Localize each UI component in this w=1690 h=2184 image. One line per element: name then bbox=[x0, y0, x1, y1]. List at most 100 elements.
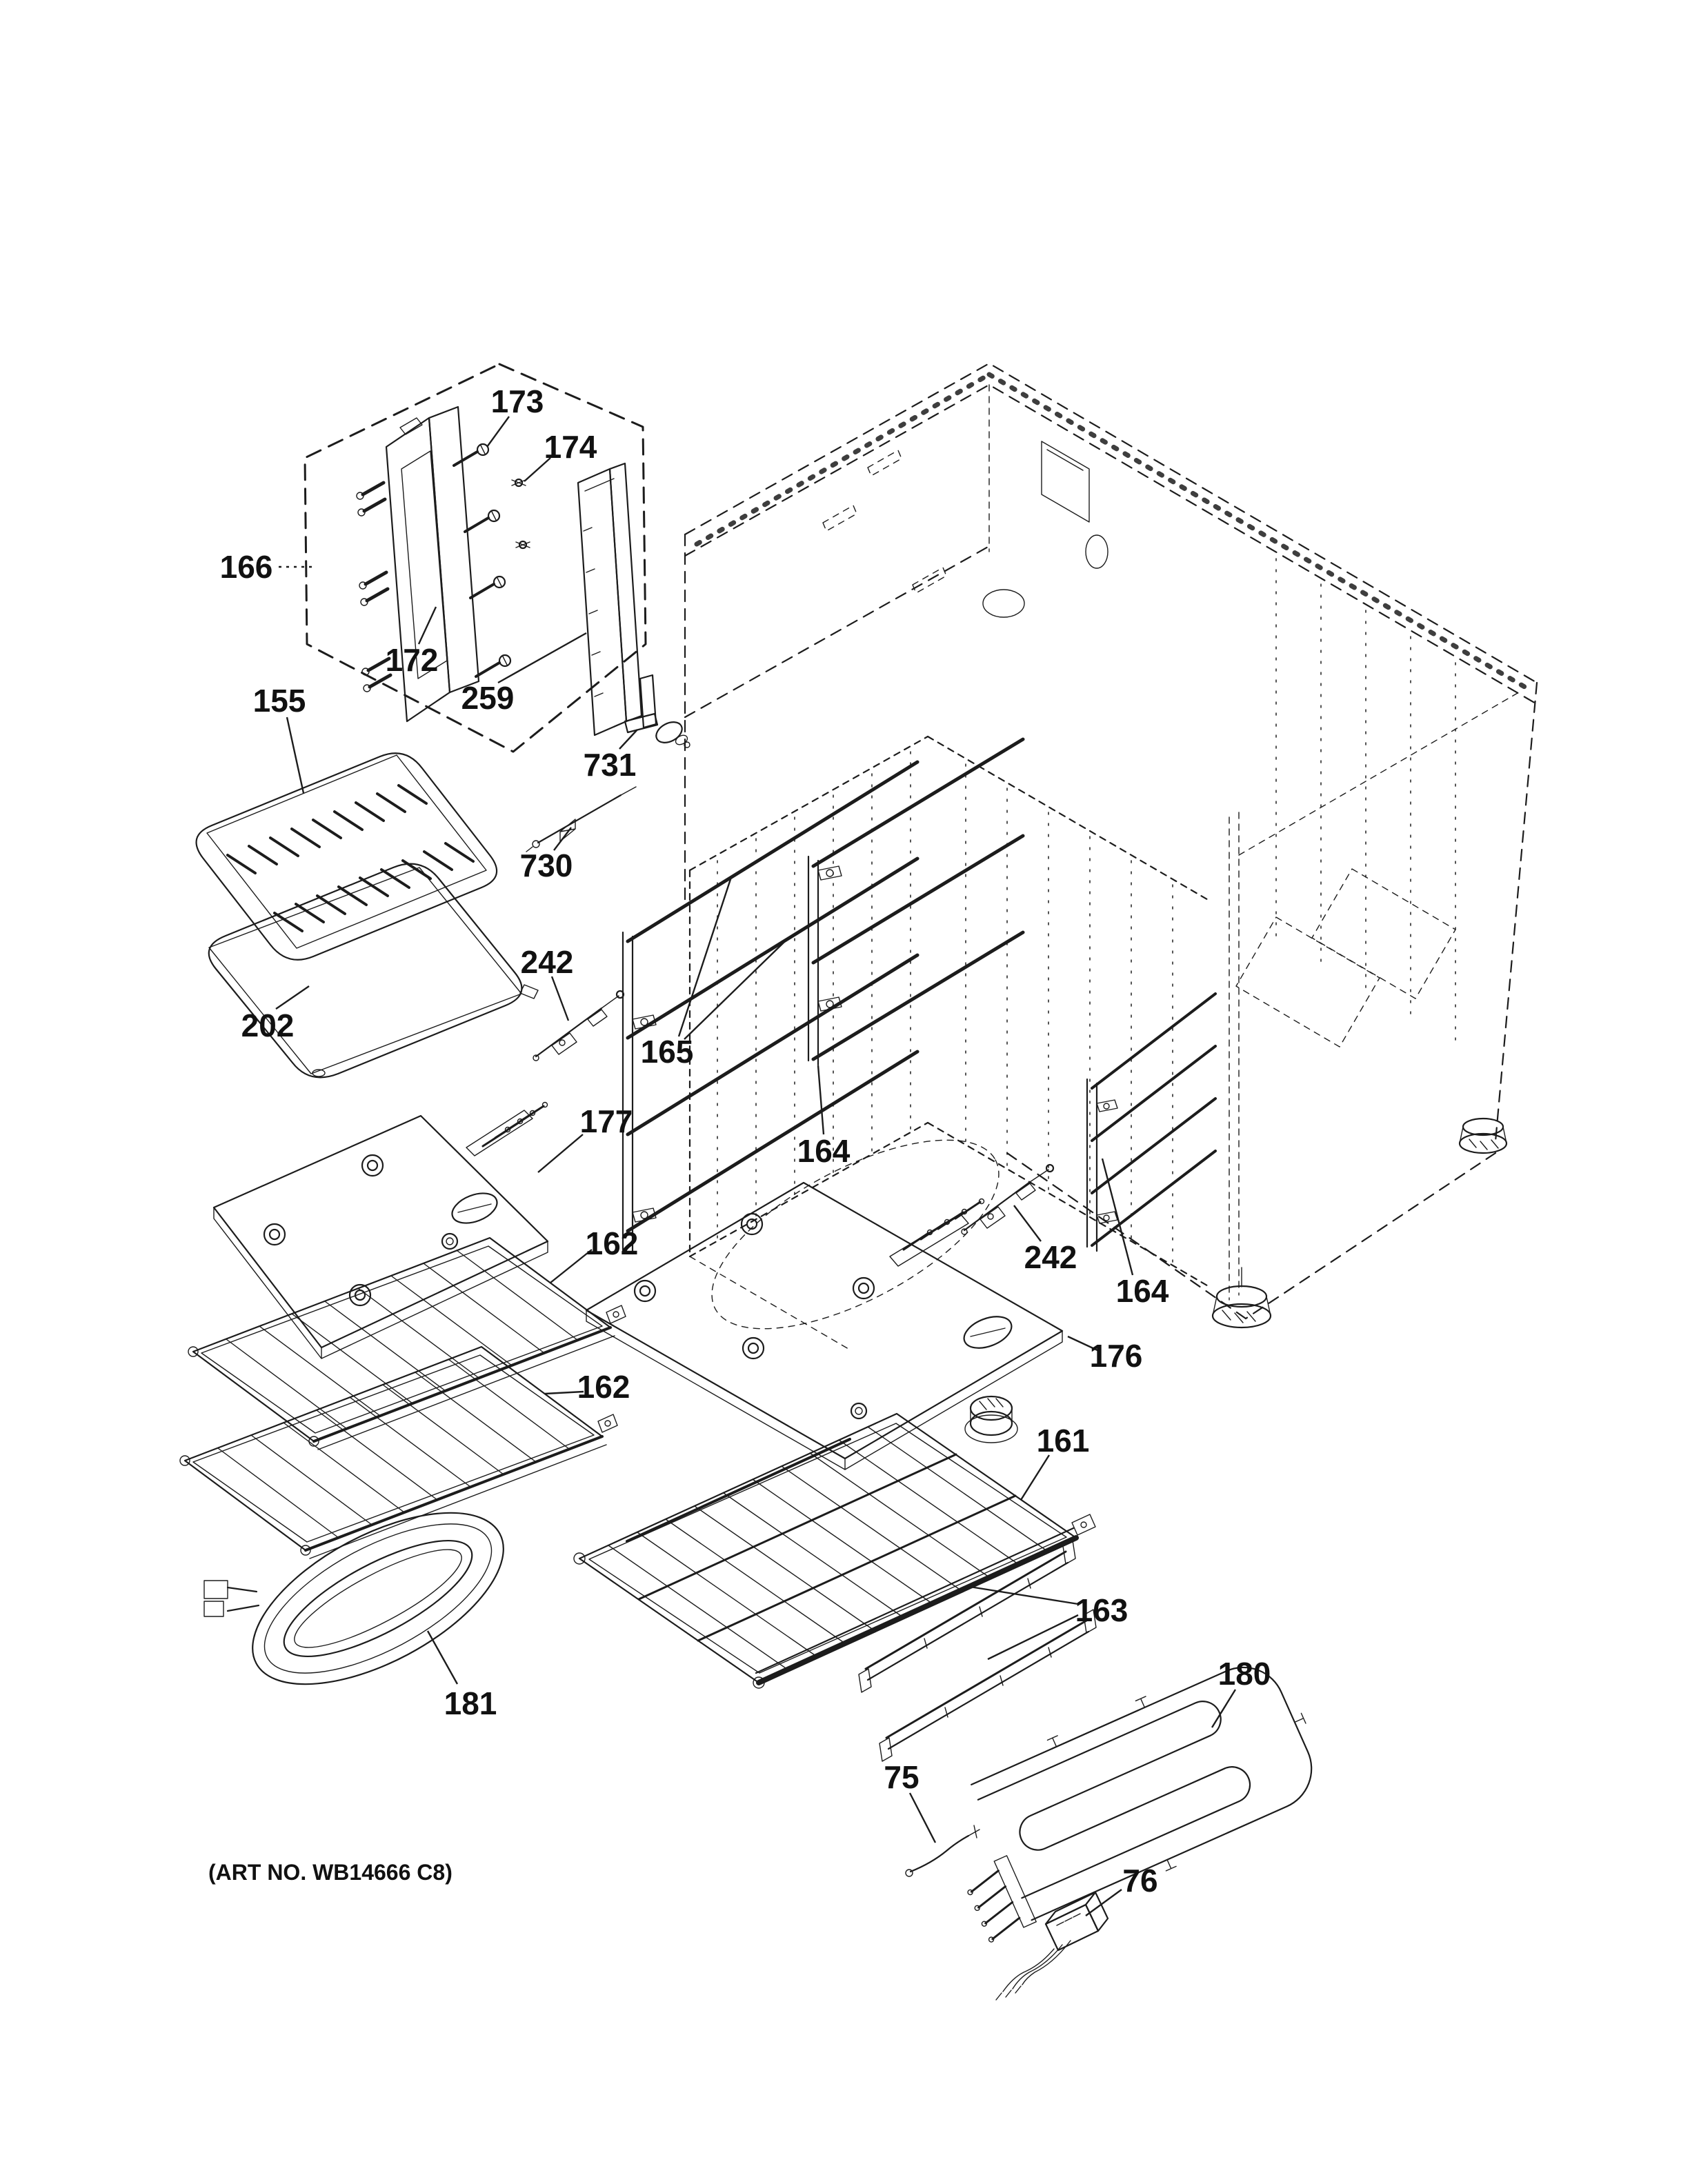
part-label-174: 174 bbox=[544, 429, 597, 465]
leader-line bbox=[817, 1065, 825, 1135]
part-label-163: 163 bbox=[1075, 1592, 1129, 1628]
callout-181: 181 bbox=[426, 1630, 497, 1721]
part-label-181: 181 bbox=[444, 1685, 497, 1721]
part-label-180: 180 bbox=[1218, 1656, 1271, 1692]
oven-bottom-panel-176 bbox=[585, 1181, 1064, 1470]
part-label-731: 731 bbox=[584, 747, 637, 783]
part-label-202: 202 bbox=[241, 1008, 295, 1043]
part-label-242: 242 bbox=[521, 944, 574, 980]
leader-line bbox=[537, 1134, 584, 1173]
part-label-177: 177 bbox=[580, 1103, 633, 1139]
leveling-foot-right bbox=[1458, 1117, 1508, 1154]
leader-line bbox=[524, 457, 551, 482]
callout-161: 161 bbox=[1020, 1423, 1090, 1501]
broiler-pan-202 bbox=[208, 863, 539, 1079]
leader-line bbox=[286, 717, 305, 794]
part-label-165: 165 bbox=[641, 1034, 694, 1070]
callout-242: 242 bbox=[521, 944, 574, 1021]
part-label-75: 75 bbox=[884, 1759, 919, 1795]
callout-163: 163 bbox=[965, 1585, 1129, 1661]
leader-line bbox=[550, 976, 570, 1021]
leader-line bbox=[497, 632, 587, 684]
terminal-block-172 bbox=[356, 405, 480, 723]
leader-line bbox=[1211, 1689, 1237, 1728]
rack-guide-164-right bbox=[1086, 992, 1217, 1252]
terminal-clips-174 bbox=[511, 478, 530, 550]
warming-element-181 bbox=[203, 1512, 504, 1685]
leader-line bbox=[965, 1585, 1079, 1605]
leader-line bbox=[417, 606, 437, 645]
leader-line bbox=[1085, 1889, 1122, 1916]
extension-rack-162-lower bbox=[179, 1345, 618, 1559]
callout-202: 202 bbox=[241, 985, 310, 1043]
leader-line bbox=[619, 729, 638, 750]
callout-75: 75 bbox=[884, 1759, 937, 1843]
callout-162: 162 bbox=[544, 1369, 630, 1405]
callout-173: 173 bbox=[486, 383, 544, 448]
part-label-166: 166 bbox=[220, 549, 273, 585]
callout-162: 162 bbox=[550, 1225, 638, 1283]
leader-line bbox=[684, 939, 787, 1040]
terminal-block-detail-boundary bbox=[304, 363, 647, 753]
oven-bottom-panel-177 bbox=[212, 1101, 549, 1359]
callout-259: 259 bbox=[461, 632, 587, 716]
part-label-730: 730 bbox=[520, 848, 573, 883]
leader-line bbox=[677, 876, 733, 1037]
rack-guide-165-left bbox=[622, 760, 919, 1255]
leader-line bbox=[908, 1792, 937, 1843]
leader-line bbox=[553, 827, 572, 851]
part-label-172: 172 bbox=[386, 642, 439, 678]
terminal-screws-173 bbox=[453, 443, 512, 678]
leader-line bbox=[544, 1390, 584, 1395]
callout-242: 242 bbox=[1013, 1205, 1077, 1275]
leader-line bbox=[275, 985, 310, 1010]
callout-177: 177 bbox=[537, 1103, 633, 1173]
terminal-cover-259 bbox=[577, 462, 643, 737]
terminal-plug-76 bbox=[995, 1891, 1109, 2001]
callout-176: 176 bbox=[1067, 1335, 1143, 1374]
meat-probe-730 bbox=[526, 786, 637, 852]
callout-166: 166 bbox=[220, 549, 314, 585]
part-label-242: 242 bbox=[1024, 1239, 1077, 1275]
callout-174: 174 bbox=[524, 429, 597, 482]
callout-180: 180 bbox=[1211, 1656, 1271, 1728]
probe-bracket-731 bbox=[624, 674, 690, 748]
oven-sensor-242-left bbox=[533, 990, 625, 1061]
leader-line bbox=[550, 1249, 593, 1283]
part-label-155: 155 bbox=[253, 683, 306, 719]
leader-line bbox=[426, 1630, 459, 1685]
part-label-176: 176 bbox=[1090, 1338, 1143, 1374]
leader-line bbox=[1013, 1205, 1042, 1242]
art-number: (ART NO. WB14666 C8) bbox=[208, 1860, 453, 1885]
callout-164: 164 bbox=[1101, 1158, 1169, 1309]
oven-rack-161 bbox=[573, 1412, 1096, 1689]
rack-guide-164-middle bbox=[807, 737, 1025, 1066]
callout-730: 730 bbox=[520, 827, 573, 883]
leader-line bbox=[1067, 1335, 1098, 1352]
part-label-162: 162 bbox=[577, 1369, 630, 1405]
leader-line bbox=[1020, 1454, 1051, 1501]
callout-76: 76 bbox=[1085, 1863, 1158, 1916]
callout-164: 164 bbox=[797, 1065, 851, 1169]
callout-165: 165 bbox=[641, 876, 787, 1070]
part-label-173: 173 bbox=[491, 383, 544, 419]
callout-155: 155 bbox=[253, 683, 306, 794]
part-label-162: 162 bbox=[586, 1225, 639, 1261]
part-label-161: 161 bbox=[1037, 1423, 1090, 1459]
part-label-76: 76 bbox=[1122, 1863, 1157, 1899]
leveling-foot-front bbox=[1211, 1267, 1272, 1329]
leader-line bbox=[1101, 1158, 1134, 1276]
callout-172: 172 bbox=[386, 606, 439, 678]
part-label-259: 259 bbox=[461, 680, 515, 716]
part-label-164: 164 bbox=[1116, 1273, 1169, 1309]
callout-731: 731 bbox=[584, 729, 638, 783]
leader-line bbox=[486, 416, 510, 448]
bake-element-180 bbox=[967, 1666, 1313, 1943]
wire-lead-75 bbox=[905, 1825, 980, 1877]
leader-line bbox=[987, 1614, 1079, 1661]
broiler-grid-155 bbox=[195, 752, 498, 961]
oven-sensor-242-right bbox=[961, 1163, 1055, 1235]
part-label-164: 164 bbox=[797, 1133, 851, 1169]
